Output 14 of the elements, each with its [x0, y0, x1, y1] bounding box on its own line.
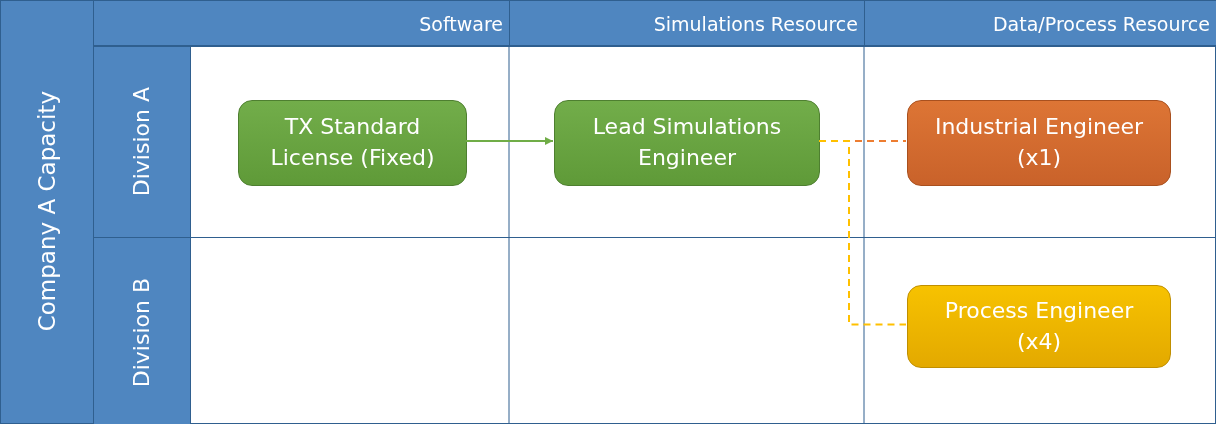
- pool-title: Company A Capacity: [34, 91, 60, 332]
- dashed-connector: [818, 140, 907, 326]
- lane-title: Division B: [129, 278, 154, 388]
- process-box: Process Engineer (x4): [907, 285, 1171, 368]
- lane-title: Division A: [129, 87, 154, 197]
- arrow: [465, 137, 554, 145]
- column-header: Data/Process Resource: [865, 1, 1216, 46]
- swimlane: [94, 46, 1216, 237]
- process-box: Lead Simulations Engineer: [554, 100, 820, 186]
- process-box: TX Standard License (Fixed): [238, 100, 467, 186]
- column-header: Software: [191, 1, 510, 46]
- process-box: Industrial Engineer (x1): [907, 100, 1171, 186]
- column-header: Simulations Resource: [510, 1, 865, 46]
- swimlane: [94, 237, 1216, 424]
